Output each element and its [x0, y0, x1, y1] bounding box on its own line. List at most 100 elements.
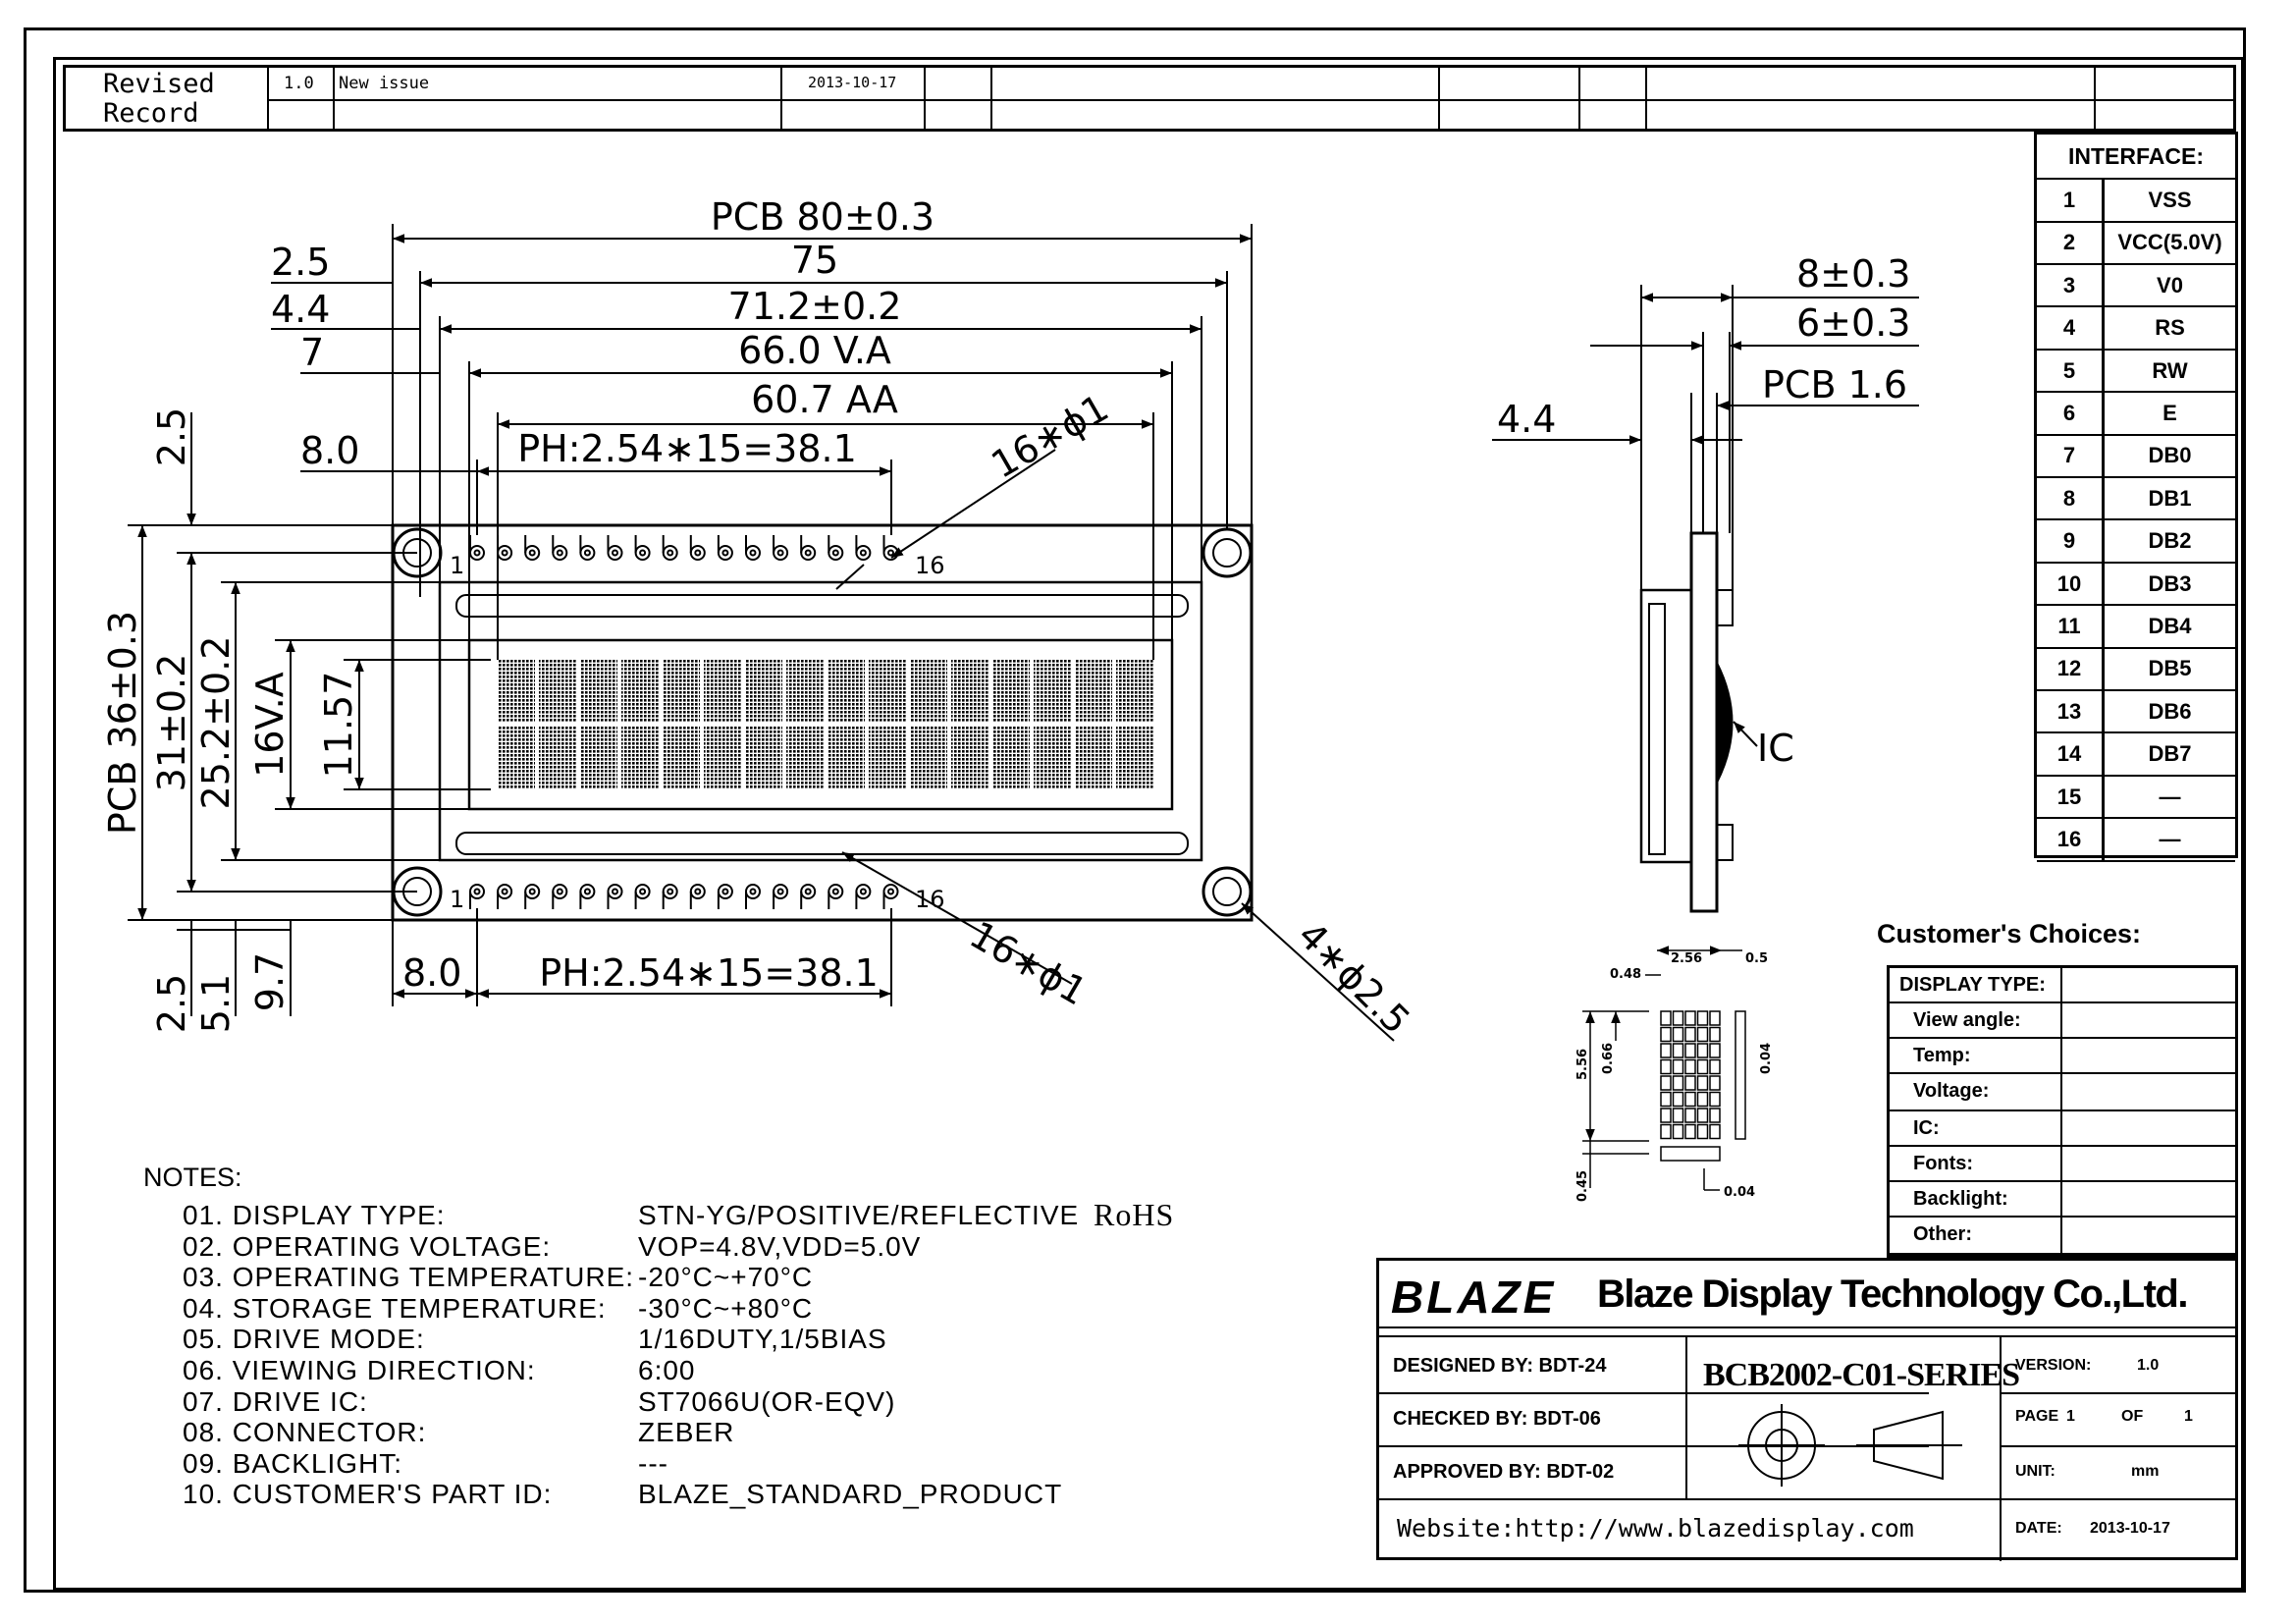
pin-pad [689, 884, 706, 899]
matrix-dot [1696, 1108, 1709, 1123]
matrix-dot [1709, 1123, 1721, 1140]
note-value: ZEBER [638, 1417, 735, 1448]
pin-number: 13 [2037, 690, 2105, 732]
pin-number: 3 [2037, 264, 2105, 306]
view-area [467, 638, 1174, 811]
page-value: 1 [2066, 1408, 2075, 1425]
pin-row-bottom [469, 884, 899, 909]
pin-pad [662, 884, 678, 899]
matrix-dot [1684, 1043, 1696, 1058]
note-value: --- [638, 1447, 668, 1479]
pin-signal: RW [2152, 357, 2188, 383]
title-block: BLAZE Blaze Display Technology Co.,Ltd. … [1376, 1258, 2238, 1561]
pin-pad [855, 884, 872, 899]
detail-h-0-45: 0.45 [1575, 1170, 1590, 1202]
matrix-dot [1672, 1010, 1684, 1026]
pin-number: 10 [2037, 563, 2105, 605]
pin-pad [469, 545, 485, 561]
detail-w-2-56: 2.56 [1671, 951, 1702, 966]
matrix-dot [1696, 1123, 1709, 1140]
dim-left-8-0: 8.0 [300, 429, 359, 472]
character-cell [786, 660, 824, 723]
pin-pad [773, 884, 789, 899]
matrix-dot [1660, 1043, 1672, 1058]
pin-1-label-top: 1 [450, 552, 464, 579]
date-value: 2013-10-17 [2090, 1520, 2170, 1537]
pin-hole [639, 888, 647, 895]
dim-75: 75 [791, 239, 838, 282]
pin-signal: V0 [2157, 272, 2183, 298]
character-cell [663, 660, 700, 723]
detail-h-0-04: 0.04 [1759, 1043, 1774, 1074]
pin-number: 11 [2037, 606, 2105, 647]
revision-date: 2013-10-17 [808, 74, 897, 91]
pin-pad [773, 545, 789, 561]
projection-symbol [1738, 1404, 1962, 1487]
pin-signal: E [2163, 401, 2177, 425]
pin-pad [689, 545, 706, 561]
side-view [1492, 285, 1919, 913]
matrix-dot [1684, 1123, 1696, 1140]
pin-pad [800, 545, 817, 561]
dim-pin-pitch-bottom: PH:2.54∗15=38.1 [539, 951, 879, 995]
pin-signal: DB2 [2148, 528, 2192, 554]
note-label: 07. DRIVE IC: [183, 1385, 368, 1417]
interface-row: 15— [2037, 776, 2235, 820]
pin-number: 16 [2037, 819, 2105, 860]
pin-signal: DB6 [2148, 698, 2192, 724]
dim-h-31: 31±0.2 [150, 654, 193, 792]
matrix-dot [1696, 1058, 1709, 1075]
customer-choice-row: Fonts: [1890, 1147, 2235, 1182]
pin-signal: DB4 [2148, 614, 2192, 638]
pin-hole [804, 888, 812, 895]
note-label: 05. DRIVE MODE: [183, 1324, 425, 1355]
character-cell [992, 727, 1030, 789]
pin-pad [634, 545, 651, 561]
pin-hole [501, 888, 508, 895]
revision-label: Revised Record [103, 70, 215, 129]
character-cell [992, 660, 1030, 723]
pin-signal: DB7 [2148, 741, 2192, 767]
matrix-dot [1660, 1123, 1672, 1140]
character-cell [1116, 660, 1153, 723]
dim-pin-pitch-top: PH:2.54∗15=38.1 [517, 427, 857, 470]
customer-choice-row: IC: [1890, 1111, 2235, 1147]
note-label: 10. CUSTOMER'S PART ID: [183, 1479, 553, 1510]
customer-choice-label: Voltage: [1890, 1074, 2062, 1110]
detail-h-5-56: 5.56 [1575, 1049, 1590, 1080]
character-cell [621, 660, 659, 723]
customer-choice-row: Temp: [1890, 1039, 2235, 1074]
matrix-dot [1660, 1010, 1672, 1026]
character-cell [498, 660, 535, 723]
side-ic-label: IC [1757, 727, 1794, 770]
matrix-dot [1709, 1058, 1721, 1075]
pin-hole [804, 549, 812, 557]
note-label: 08. CONNECTOR: [183, 1417, 427, 1448]
dim-active-area: 60.7 AA [751, 378, 898, 421]
outer-frame [24, 27, 2246, 1593]
pin-pad [497, 545, 513, 561]
pin-pad [745, 884, 761, 899]
pin-hole [694, 888, 702, 895]
pin-pad [579, 884, 596, 899]
matrix-dot [1696, 1026, 1709, 1043]
dim-h-25: 25.2±0.2 [194, 636, 238, 810]
matrix-dot [1660, 1075, 1672, 1091]
cursor-row [1660, 1146, 1721, 1162]
customer-choice-row: Backlight: [1890, 1182, 2235, 1218]
pin-pad [552, 884, 568, 899]
pin-number: 8 [2037, 477, 2105, 519]
inner-frame [53, 57, 2244, 1591]
pin-number: 5 [2037, 350, 2105, 392]
pin-signal: RS [2155, 315, 2185, 341]
date-label: DATE: [2015, 1520, 2062, 1537]
customer-choice-row: DISPLAY TYPE: [1890, 968, 2235, 1003]
pin-hole [776, 888, 784, 895]
bezel-outline [438, 580, 1203, 862]
customer-choice-label: IC: [1890, 1111, 2062, 1145]
revision-version: 1.0 [284, 74, 314, 93]
dim-pins-bottom: 16∗ϕ1 [963, 913, 1095, 1014]
